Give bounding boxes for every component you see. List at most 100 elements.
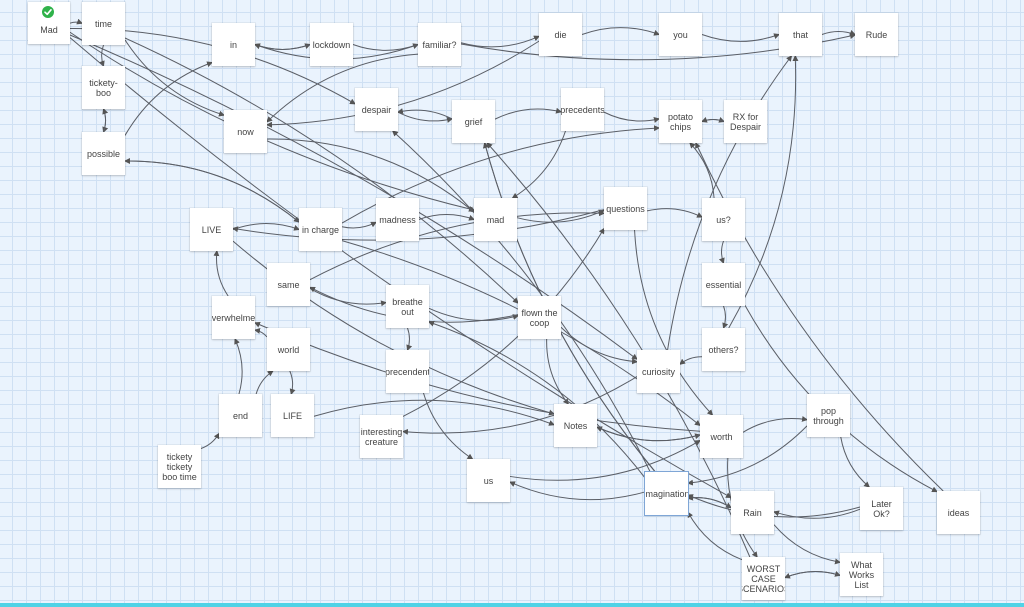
node-label: potato chips bbox=[667, 111, 694, 132]
connector-arrow bbox=[309, 210, 605, 281]
node-in[interactable]: in bbox=[212, 23, 255, 66]
node-label: WORST CASE SCENARIOS bbox=[742, 563, 785, 594]
connector-arrow bbox=[309, 288, 387, 307]
node-label: madness bbox=[379, 214, 416, 225]
connector-arrow bbox=[560, 326, 638, 365]
node-die[interactable]: die bbox=[539, 13, 582, 56]
node-grief[interactable]: grief bbox=[452, 100, 495, 143]
node-label: Mad bbox=[40, 25, 58, 35]
connector-arrow bbox=[418, 214, 475, 221]
node-end[interactable]: end bbox=[219, 394, 262, 437]
node-us[interactable]: us bbox=[467, 459, 510, 502]
node-lockdown[interactable]: lockdown bbox=[310, 23, 353, 66]
node-label: end bbox=[232, 410, 249, 421]
node-label: Rain bbox=[743, 507, 762, 518]
connector-arrow bbox=[701, 33, 780, 42]
node-label: die bbox=[554, 29, 567, 40]
node-us-q[interactable]: us? bbox=[702, 198, 745, 241]
connector-arrow bbox=[509, 481, 646, 501]
connector-arrow bbox=[722, 305, 729, 329]
node-interestingcreature[interactable]: interesting creature bbox=[360, 415, 403, 458]
connector-arrow bbox=[266, 40, 540, 128]
node-imagination[interactable]: imagination bbox=[645, 472, 688, 515]
node-ticketytime[interactable]: tickety tickety boo time bbox=[158, 445, 201, 488]
connector-arrow bbox=[254, 43, 311, 50]
node-worth[interactable]: worth bbox=[700, 415, 743, 458]
connector-arrow bbox=[341, 221, 377, 229]
node-label: you bbox=[673, 29, 688, 40]
node-label: same bbox=[277, 279, 300, 290]
node-rain[interactable]: Rain bbox=[731, 491, 774, 534]
node-potatochips[interactable]: potato chips bbox=[659, 100, 702, 143]
connector-arrow bbox=[102, 108, 109, 133]
connector-arrow bbox=[679, 356, 703, 365]
connector-arrow bbox=[352, 43, 419, 51]
node-ideas[interactable]: ideas bbox=[937, 491, 980, 534]
connector-arrow bbox=[254, 43, 311, 50]
check-icon bbox=[42, 6, 54, 18]
node-you[interactable]: you bbox=[659, 13, 702, 56]
node-whatworks[interactable]: What Works List bbox=[840, 553, 883, 596]
node-familiar[interactable]: familiar? bbox=[418, 23, 461, 66]
node-incharge[interactable]: in charge bbox=[299, 208, 342, 251]
node-notes[interactable]: Notes bbox=[554, 404, 597, 447]
node-label: overwhelmed bbox=[212, 312, 255, 323]
node-ticketyboo[interactable]: tickety- boo bbox=[82, 66, 125, 109]
node-label: possible bbox=[86, 148, 121, 159]
node-life[interactable]: LIFE bbox=[271, 394, 314, 437]
node-precendent[interactable]: precendent bbox=[386, 350, 429, 393]
node-label: questions bbox=[606, 203, 645, 214]
node-others[interactable]: others? bbox=[702, 328, 745, 371]
node-curiosity[interactable]: curiosity bbox=[637, 350, 680, 393]
node-possible[interactable]: possible bbox=[82, 132, 125, 175]
node-label: RX for Despair bbox=[729, 111, 761, 132]
connector-arrow bbox=[69, 31, 475, 212]
node-that[interactable]: that bbox=[779, 13, 822, 56]
connector-arrow bbox=[397, 111, 453, 123]
node-rxfordespair[interactable]: RX for Despair bbox=[724, 100, 767, 143]
connector-arrow bbox=[821, 29, 856, 36]
node-madness[interactable]: madness bbox=[376, 198, 419, 241]
node-overwhelmed[interactable]: overwhelmed bbox=[212, 296, 255, 339]
node-live[interactable]: LIVE bbox=[190, 208, 233, 251]
node-laterok[interactable]: Later Ok? bbox=[860, 487, 903, 530]
node-despair[interactable]: despair bbox=[355, 88, 398, 131]
node-flownthecoop[interactable]: flown the coop bbox=[518, 296, 561, 339]
connector-arrow bbox=[701, 116, 725, 123]
node-mad[interactable]: mad bbox=[474, 198, 517, 241]
node-mad-start[interactable]: Mad bbox=[28, 2, 70, 44]
node-label: What Works List bbox=[848, 559, 875, 590]
node-rude[interactable]: Rude bbox=[855, 13, 898, 56]
node-label: us? bbox=[716, 214, 731, 225]
node-label: others? bbox=[708, 344, 739, 355]
connector-arrow bbox=[494, 107, 562, 120]
node-precedents[interactable]: precedents bbox=[561, 88, 604, 131]
node-label: LIVE bbox=[201, 224, 222, 235]
node-label: in bbox=[229, 39, 237, 50]
node-worstcase[interactable]: WORST CASE SCENARIOS bbox=[742, 557, 785, 600]
node-questions[interactable]: questions bbox=[604, 187, 647, 230]
node-popthrough[interactable]: pop through bbox=[807, 394, 850, 437]
connector-arrow bbox=[646, 208, 703, 218]
connector-arrow bbox=[581, 27, 660, 36]
connector-arrow bbox=[511, 130, 566, 199]
node-breatheout[interactable]: breathe out bbox=[386, 285, 429, 328]
node-world[interactable]: world bbox=[267, 328, 310, 371]
node-now[interactable]: now bbox=[224, 110, 267, 153]
node-label: time bbox=[94, 18, 112, 29]
connector-arrow bbox=[98, 44, 105, 67]
node-label: Rude bbox=[865, 29, 888, 40]
connector-arrow bbox=[402, 376, 638, 435]
node-label: us bbox=[483, 475, 494, 486]
node-label: precedents bbox=[561, 104, 604, 115]
connector-arrow bbox=[546, 338, 569, 405]
node-label: in charge bbox=[301, 224, 340, 235]
node-time[interactable]: time bbox=[82, 2, 125, 45]
node-essential[interactable]: essential bbox=[702, 263, 745, 306]
node-label: breathe out bbox=[392, 296, 423, 317]
node-label: flown the coop bbox=[521, 307, 558, 328]
connector-arrow bbox=[422, 392, 474, 460]
connector-arrow bbox=[254, 321, 701, 432]
node-same[interactable]: same bbox=[267, 263, 310, 306]
